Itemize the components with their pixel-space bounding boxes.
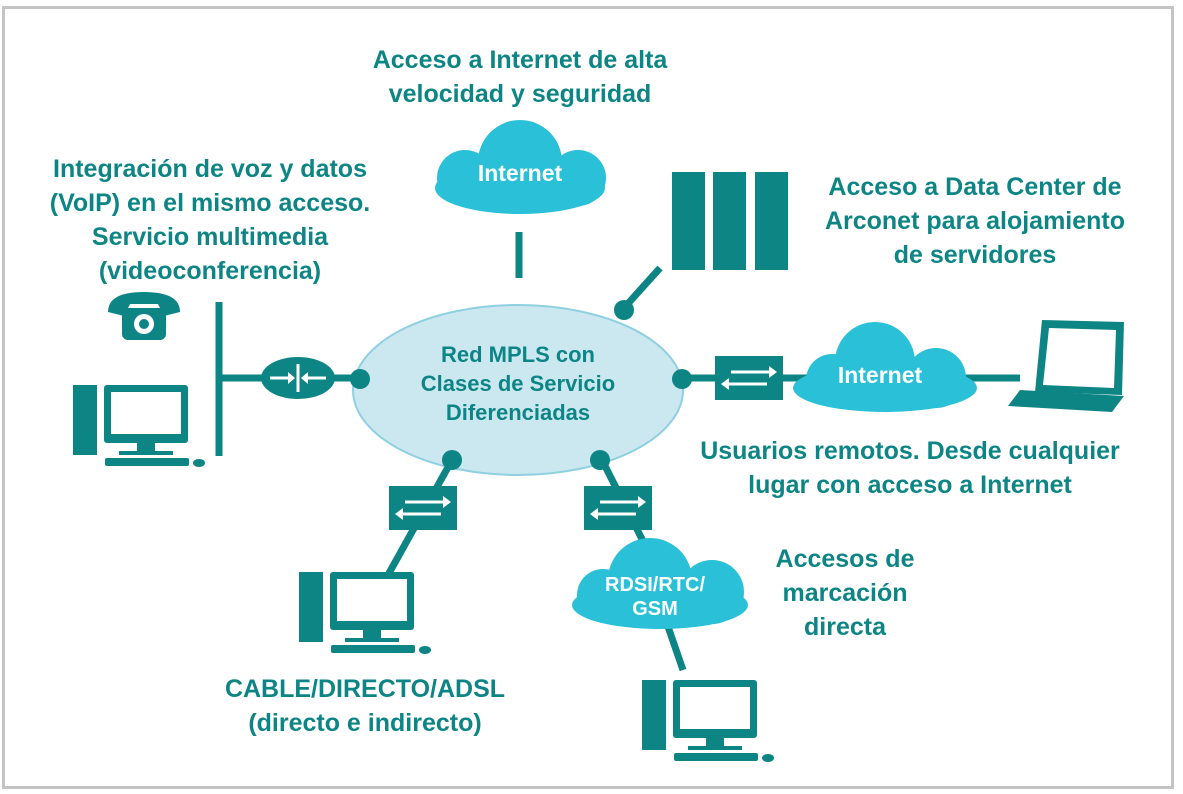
internet-cloud-top xyxy=(435,120,606,214)
switch-icon xyxy=(387,484,459,532)
server-rack-icon xyxy=(672,172,788,270)
desktop-computer-icon xyxy=(299,572,431,654)
dialup-cloud xyxy=(572,538,748,629)
diagram-frame xyxy=(2,6,1174,789)
desktop-computer-icon xyxy=(642,680,774,762)
cable-access-label: CABLE/DIRECTO/ADSL (directo e indirecto) xyxy=(224,675,506,737)
router-icon xyxy=(261,357,335,399)
dialup-cloud-label: RDSI/RTC/ GSM xyxy=(605,574,705,620)
mpls-network-label: Red MPLS con Clases de Servicio Diferenc… xyxy=(420,342,616,425)
mpls-network-hub xyxy=(352,304,684,476)
internet-cloud-right xyxy=(793,322,977,412)
dialup-access-label: Accesos de marcación directa xyxy=(775,545,915,641)
switch-icon xyxy=(713,354,785,402)
desktop-computer-icon xyxy=(73,385,205,467)
laptop-icon xyxy=(1008,320,1124,412)
datacenter-label: Acceso a Data Center de Arconet para alo… xyxy=(824,173,1126,269)
internet-cloud-right-label: Internet xyxy=(837,362,923,388)
voip-label: Integración de voz y datos (VoIP) en el … xyxy=(49,155,371,285)
connection-dots xyxy=(350,300,692,470)
switch-icon xyxy=(582,484,654,532)
internet-cloud-top-label: Internet xyxy=(477,160,563,186)
remote-users-label: Usuarios remotos. Desde cualquier lugar … xyxy=(700,437,1120,499)
internet-access-label: Acceso a Internet de alta velocidad y se… xyxy=(372,46,668,108)
telephone-icon xyxy=(108,292,180,340)
